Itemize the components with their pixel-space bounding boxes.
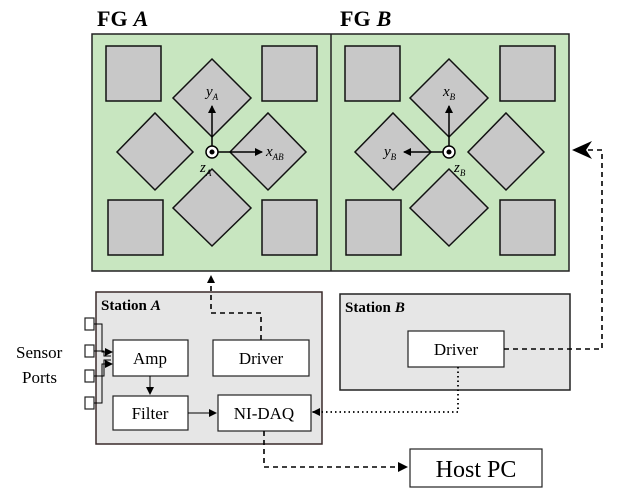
station-b-to-daq-dotted [312, 367, 459, 413]
fg-b-tile-bottom-left [345, 199, 402, 256]
fg-a-axes [205, 105, 263, 159]
fg-a-diamond-left [115, 111, 195, 192]
filter-label: Filter [132, 404, 169, 423]
fg-a-tiles [105, 45, 318, 256]
ni-daq-block [217, 394, 312, 432]
sensor-port-2 [84, 344, 95, 358]
filter-block [112, 395, 189, 431]
ni-daq-label: NI-DAQ [234, 404, 294, 423]
daq-dotted-arrowhead [312, 408, 320, 416]
fg-b-y-label: yB [382, 144, 397, 162]
fg-a-x-label: xAB [265, 144, 284, 162]
sensor-ports-line2: Ports [22, 368, 57, 387]
fg-b-axes [403, 105, 456, 159]
sensor-port-3 [84, 369, 95, 383]
sensor-port-1 [84, 317, 95, 331]
station-a-driver-block [212, 339, 310, 377]
station-b-driver-block [407, 330, 505, 368]
sensor-wires [94, 323, 113, 404]
amp-block [112, 339, 189, 377]
amp-label: Amp [133, 349, 167, 368]
host-pc-arrowhead [398, 462, 408, 472]
station-a-driver-to-fg-a [207, 275, 262, 340]
fg-a-tile-top-left [105, 45, 162, 102]
fg-b-tiles [344, 45, 556, 256]
fg-a-z-label: zA [199, 160, 212, 178]
fg-b-diamond-left [353, 111, 433, 192]
host-pc-label: Host PC [436, 457, 517, 483]
fg-b-tile-top-right [499, 45, 556, 102]
daq-to-host-pc [263, 431, 398, 468]
fg-a-diamond-right [228, 111, 308, 192]
host-pc-block [409, 448, 543, 488]
fg-a-tile-bottom-right [261, 199, 318, 256]
station-b-driver-to-fg-b [504, 149, 603, 350]
station-b-driver-label: Driver [434, 340, 479, 359]
fg-b-x-label: xB [442, 84, 456, 102]
fg-a-tile-top-right [261, 45, 318, 102]
fg-a-y-label: yA [204, 84, 219, 102]
fg-b-tile-top-left [344, 45, 401, 102]
fg-a-diamond-bottom [171, 167, 253, 248]
sensor-ports-line1: Sensor [16, 343, 63, 362]
fg-b-diamond-bottom [408, 167, 490, 248]
sensor-port-4 [84, 396, 95, 410]
fg-b-input-arrowhead [572, 141, 592, 159]
fg-a-tile-bottom-left [107, 199, 164, 256]
fg-b-tile-bottom-right [499, 199, 556, 256]
station-a-driver-label: Driver [239, 349, 284, 368]
fg-b-z-label: zB [453, 160, 466, 178]
fg-b-diamond-right [466, 111, 546, 192]
sensor-ports [84, 317, 95, 410]
